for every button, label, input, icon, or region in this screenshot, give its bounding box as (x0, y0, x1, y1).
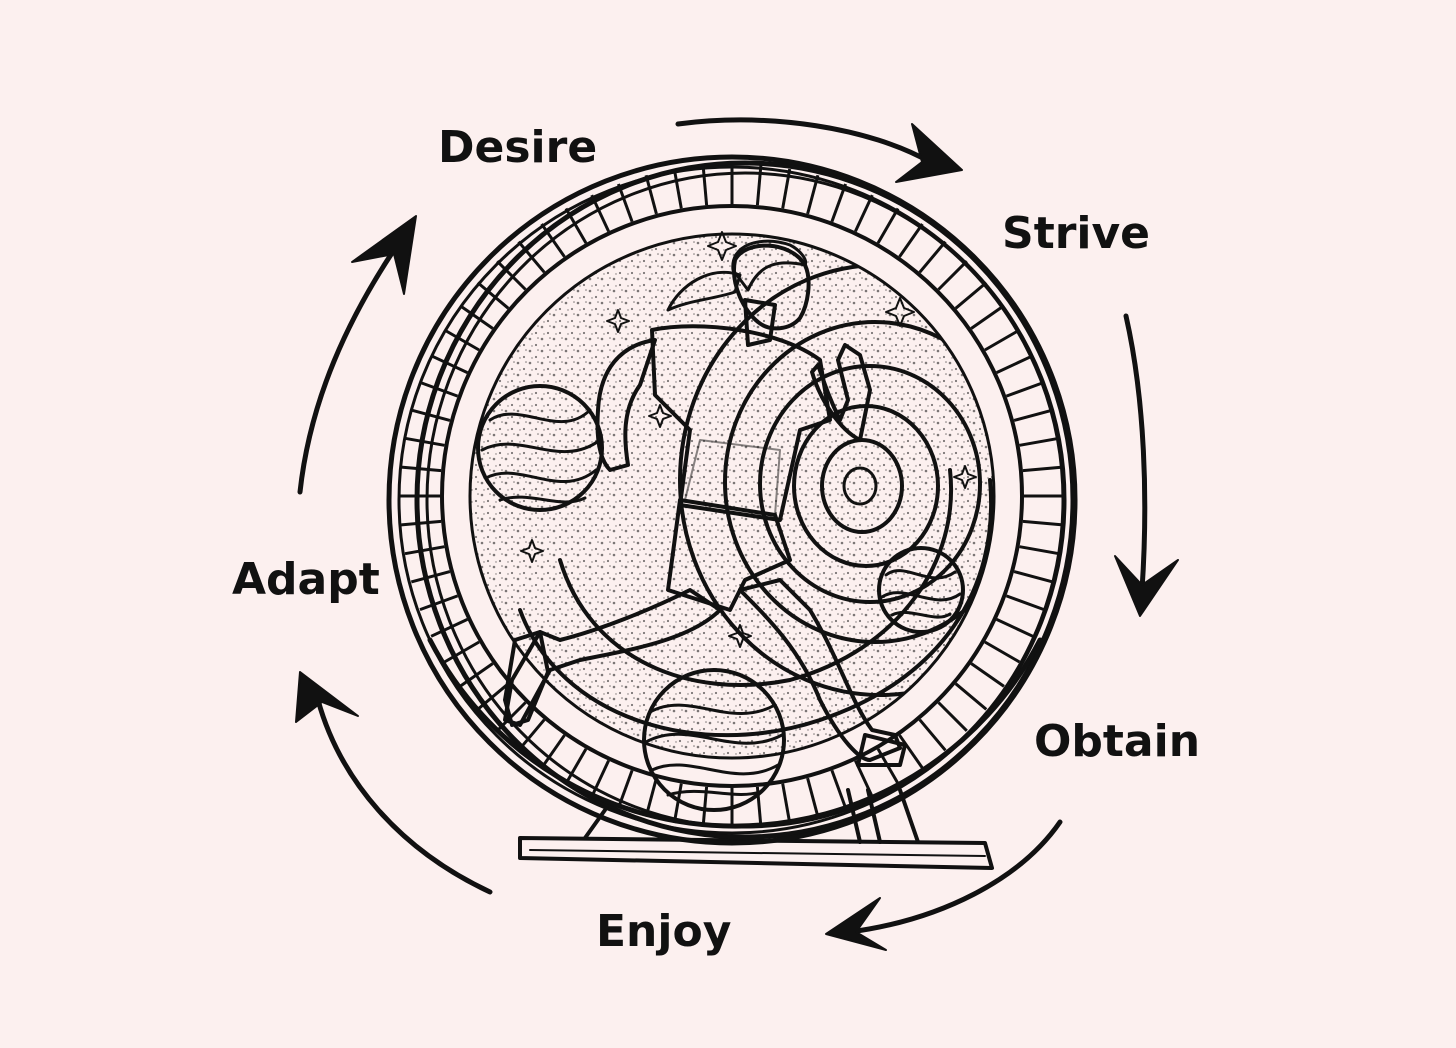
wheel-rung (984, 640, 1021, 664)
wheel-rung (876, 207, 900, 244)
hamster-wheel-illustration (386, 154, 1078, 870)
wheel-rung (517, 240, 546, 274)
wheel-rung (970, 662, 1005, 688)
wheel-rung (1013, 408, 1054, 422)
wheel-rung (430, 354, 469, 374)
wheel-rung (443, 328, 480, 352)
arrowhead-icon (825, 897, 887, 951)
wheel-rung (1019, 436, 1060, 447)
wheel-rung (564, 207, 588, 244)
ball-icon (642, 668, 786, 812)
wheel-rung (1022, 519, 1063, 527)
sparkle-icon (707, 231, 737, 261)
wheel-rung (476, 281, 510, 310)
arrow-adapt-to-desire (297, 215, 417, 495)
sparkle-icon (520, 539, 544, 563)
wheel-rung (1005, 380, 1045, 398)
wheel-rung (806, 174, 820, 215)
wheel-rung (564, 748, 588, 785)
wheel-rung (781, 783, 792, 824)
arrow-desire-to-strive (675, 117, 963, 183)
wheel-rung (701, 165, 709, 206)
wheel-rung (672, 783, 683, 824)
wheel-rung (404, 545, 445, 556)
runner-icon (503, 239, 907, 767)
wheel-rung (644, 174, 658, 215)
wheel-rung (540, 734, 566, 769)
wheel-rung (410, 570, 451, 584)
wheel-stand (518, 788, 994, 870)
wheel-rung (1019, 545, 1060, 556)
wheel-rung (918, 718, 947, 752)
sparkle-icon (648, 404, 672, 428)
ball-icons (476, 384, 965, 812)
wheel-rung (590, 759, 610, 798)
wheel-rungs (400, 164, 1064, 828)
wheel-rung (937, 701, 968, 732)
stage-label-strive: Strive (1002, 208, 1150, 259)
wheel-rung (806, 777, 820, 818)
wheel-rung (459, 304, 494, 330)
wheel-rung (830, 769, 848, 809)
wheel-rung (954, 281, 988, 310)
stage-label-adapt: Adapt (232, 554, 380, 605)
sparkle-icons (520, 231, 977, 648)
wheel-rung (404, 436, 445, 447)
wheel-rung (781, 168, 792, 209)
wheel-rung (616, 769, 634, 809)
arrow-strive-to-obtain (1114, 313, 1179, 617)
stage-label-desire: Desire (438, 122, 597, 173)
ball-icon (877, 546, 965, 634)
wheel-rung (830, 183, 848, 223)
wheel-rung (410, 408, 451, 422)
sparkle-icon (606, 309, 630, 333)
wheel-rung (540, 223, 566, 258)
wheel-rung (459, 662, 494, 688)
wheel-rung (419, 380, 459, 398)
wheel-rung (1013, 570, 1054, 584)
wheel-rung (517, 718, 546, 752)
wheel-rung (970, 304, 1005, 330)
wheel-rung (984, 328, 1021, 352)
arrow-enjoy-to-adapt (295, 671, 493, 895)
wheel-rung (476, 682, 510, 711)
wheel-rung (644, 777, 658, 818)
wheel-rung (995, 354, 1034, 374)
sparkle-icon (728, 624, 752, 648)
stage-label-obtain: Obtain (1034, 716, 1200, 767)
wheel-rung (419, 594, 459, 612)
arrowhead-icon (1114, 555, 1179, 617)
wheel-rung (672, 168, 683, 209)
wheel-rung (1022, 465, 1063, 473)
wheel-rung (443, 640, 480, 664)
wheel-rung (918, 240, 947, 274)
wheel-rung (898, 734, 924, 769)
arrow-obtain-to-enjoy (825, 819, 1063, 951)
arrowhead-icon (351, 215, 417, 295)
stage-labels: Desire Strive Obtain Enjoy Adapt (232, 122, 1200, 957)
wheel-rung (616, 183, 634, 223)
sparkle-icon (953, 465, 977, 489)
wheel-rung (854, 194, 874, 233)
wheel-rung (937, 260, 968, 291)
wheel-rung (755, 165, 763, 206)
wheel-rung (1005, 594, 1045, 612)
wheel-rung (496, 260, 527, 291)
wheel-rung (898, 223, 924, 258)
wheel-rung (954, 682, 988, 711)
wheel-rung (995, 618, 1034, 638)
ball-icon (476, 384, 604, 512)
wheel-rung (701, 786, 709, 827)
sparkle-icon (885, 297, 915, 327)
wheel-rung (430, 618, 469, 638)
wheel-rung (590, 194, 610, 233)
arrowhead-icon (895, 123, 963, 183)
arrowhead-icon (295, 671, 359, 723)
wheel-rung (401, 465, 442, 473)
cycle-arrows (295, 117, 1179, 951)
wheel-rung (401, 519, 442, 527)
stage-label-enjoy: Enjoy (596, 906, 731, 957)
